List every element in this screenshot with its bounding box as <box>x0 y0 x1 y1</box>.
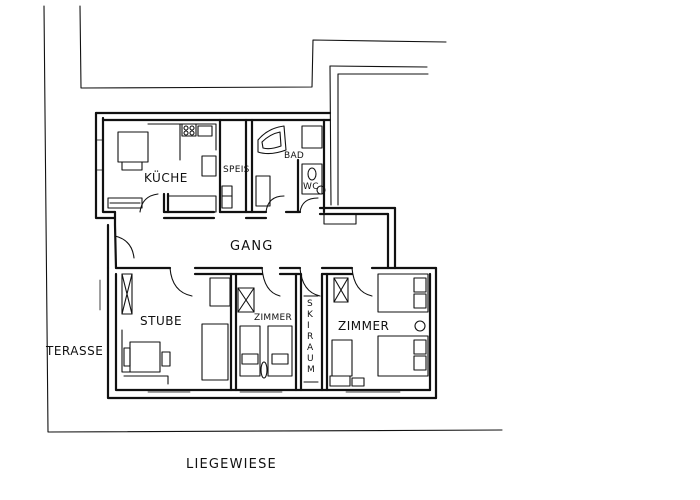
skiraum-letter: A <box>307 343 314 353</box>
skiraum-letter: I <box>307 321 310 331</box>
corridor-fixtures <box>167 195 357 225</box>
site-boundary <box>43 5 503 433</box>
south-door-swings <box>169 267 373 297</box>
label-stube: STUBE <box>140 314 182 328</box>
label-kueche: KÜCHE <box>144 169 188 185</box>
wardrobes <box>121 273 349 315</box>
label-bad: BAD <box>284 151 304 161</box>
bath-fixtures <box>255 125 326 207</box>
label-terasse: TERASSE <box>45 344 103 358</box>
skiraum-letter: U <box>307 354 314 364</box>
label-speis: SPEIS <box>223 165 250 175</box>
label-wc: WC <box>303 182 319 192</box>
room-labels: KÜCHE SPEIS BAD WC GANG STUBE ZIMMER SKI… <box>45 151 389 472</box>
zimmer2-furniture <box>329 273 429 387</box>
skiraum-letter: S <box>307 299 313 309</box>
label-zimmer-2: ZIMMER <box>338 319 389 333</box>
skiraum-letter: M <box>307 365 315 375</box>
building-walls <box>94 111 438 400</box>
label-gang: GANG <box>230 239 274 254</box>
stube-furniture <box>121 323 229 385</box>
skiraum-letter: R <box>307 332 314 342</box>
kitchen-furniture <box>107 123 217 209</box>
north-door-swings <box>114 193 319 259</box>
south-interior-walls <box>114 266 397 392</box>
windows <box>95 112 401 399</box>
speis-shelves <box>221 185 233 209</box>
zimmer1-beds <box>239 325 293 379</box>
label-liegewiese: LIEGEWIESE <box>186 457 277 472</box>
skiraum-letter: K <box>307 310 314 320</box>
skiraum-rack <box>303 295 319 383</box>
label-zimmer-1: ZIMMER <box>254 313 292 323</box>
